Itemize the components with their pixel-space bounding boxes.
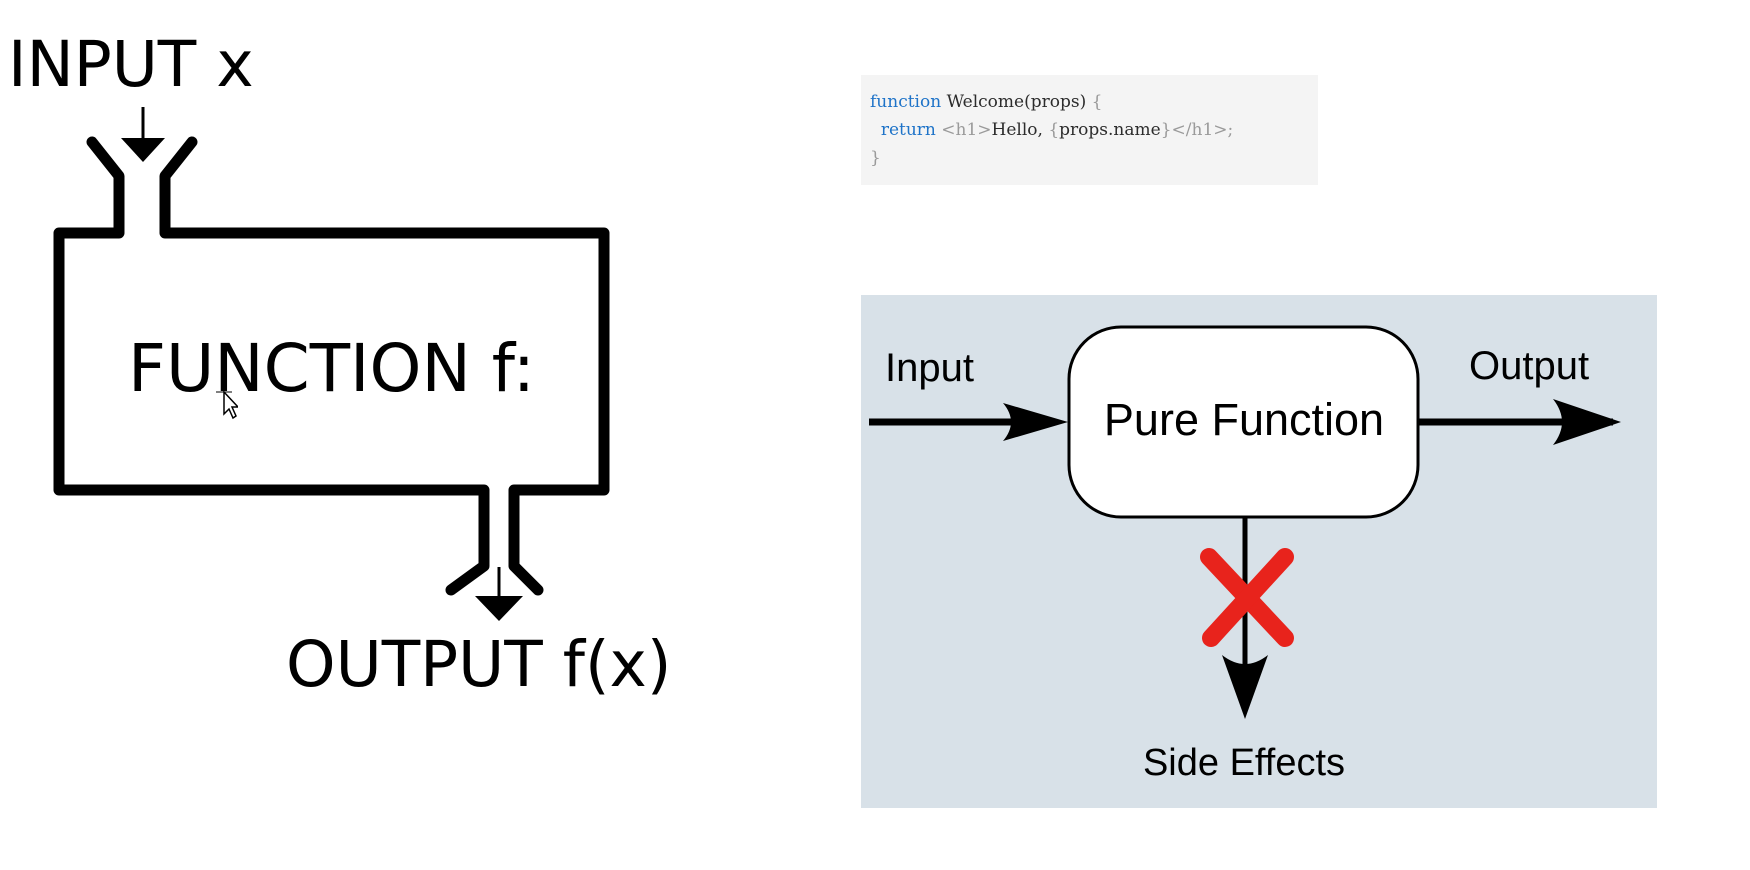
pure-function-box xyxy=(1067,325,1420,519)
code-expression: props.name xyxy=(1059,120,1161,140)
output-fx-label: OUTPUT f(x) xyxy=(286,628,671,701)
code-keyword-function: function xyxy=(870,92,942,112)
code-snippet: function Welcome(props) { return <h1>Hel… xyxy=(861,75,1318,185)
output-arrow xyxy=(475,567,523,621)
code-expr-close: } xyxy=(1160,120,1172,140)
function-machine-diagram: INPUT x FUNCTION f: OUTPUT f(x) xyxy=(8,28,671,701)
code-open-brace: { xyxy=(1091,92,1103,112)
code-hello-text: Hello, xyxy=(991,120,1043,140)
code-keyword-return: return xyxy=(880,120,936,140)
mouse-pointer-icon xyxy=(216,384,238,420)
side-effects-label: Side Effects xyxy=(1143,742,1345,784)
function-box-outline xyxy=(53,136,610,596)
pure-function-label: Pure Function xyxy=(1104,394,1384,445)
code-close-tag: </h1> xyxy=(1171,120,1228,140)
code-expr-open: { xyxy=(1048,120,1060,140)
code-line-2: return <h1>Hello, {props.name}</h1>; xyxy=(870,116,1318,144)
red-x-icon xyxy=(1200,548,1294,647)
code-semicolon: ; xyxy=(1227,120,1234,140)
function-f-label: FUNCTION f: xyxy=(128,330,535,407)
pure-function-diagram: Input Output Pure Function Side Effects xyxy=(869,325,1621,784)
code-close-brace: } xyxy=(870,148,881,168)
input-arrow xyxy=(121,107,165,162)
code-line-3: } xyxy=(870,144,1318,172)
input-x-label: INPUT x xyxy=(8,28,254,101)
code-open-tag: <h1> xyxy=(941,120,992,140)
pure-output-arrow xyxy=(1417,399,1621,445)
pure-output-label: Output xyxy=(1469,344,1589,388)
code-function-name: Welcome xyxy=(946,92,1025,112)
pure-input-label: Input xyxy=(885,346,974,390)
pure-function-panel: Input Output Pure Function Side Effects xyxy=(861,295,1657,808)
code-params: (props) xyxy=(1024,92,1087,112)
pure-input-arrow xyxy=(869,403,1068,441)
code-line-1: function Welcome(props) { xyxy=(870,88,1318,116)
